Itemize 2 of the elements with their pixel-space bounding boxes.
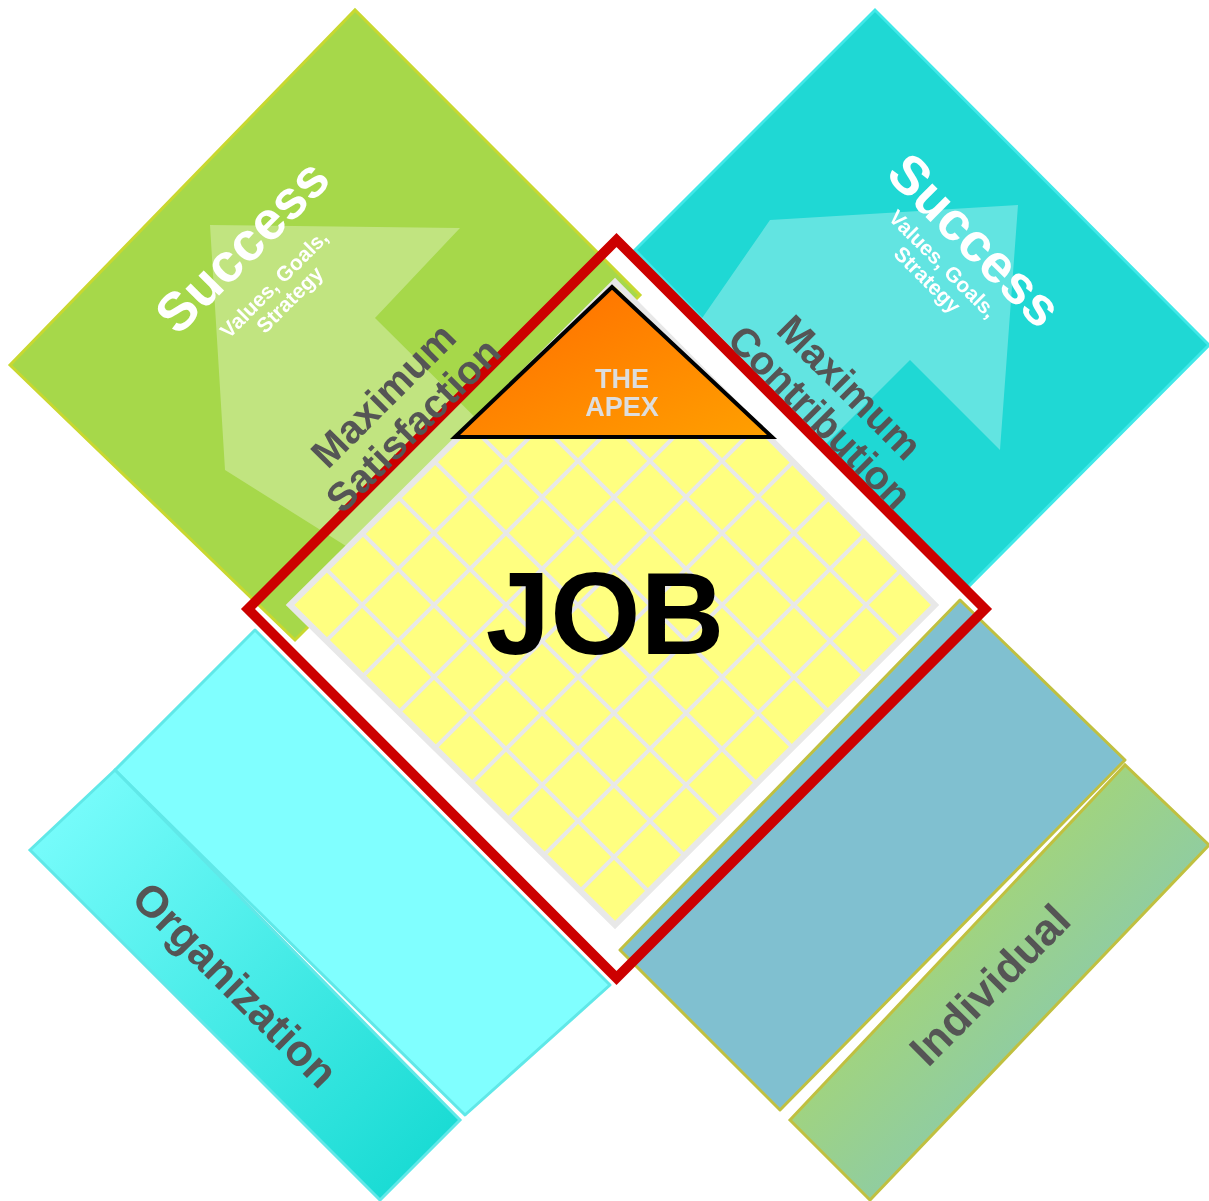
apex-label: THE APEX [584,364,660,422]
job-label: JOB [484,554,726,676]
